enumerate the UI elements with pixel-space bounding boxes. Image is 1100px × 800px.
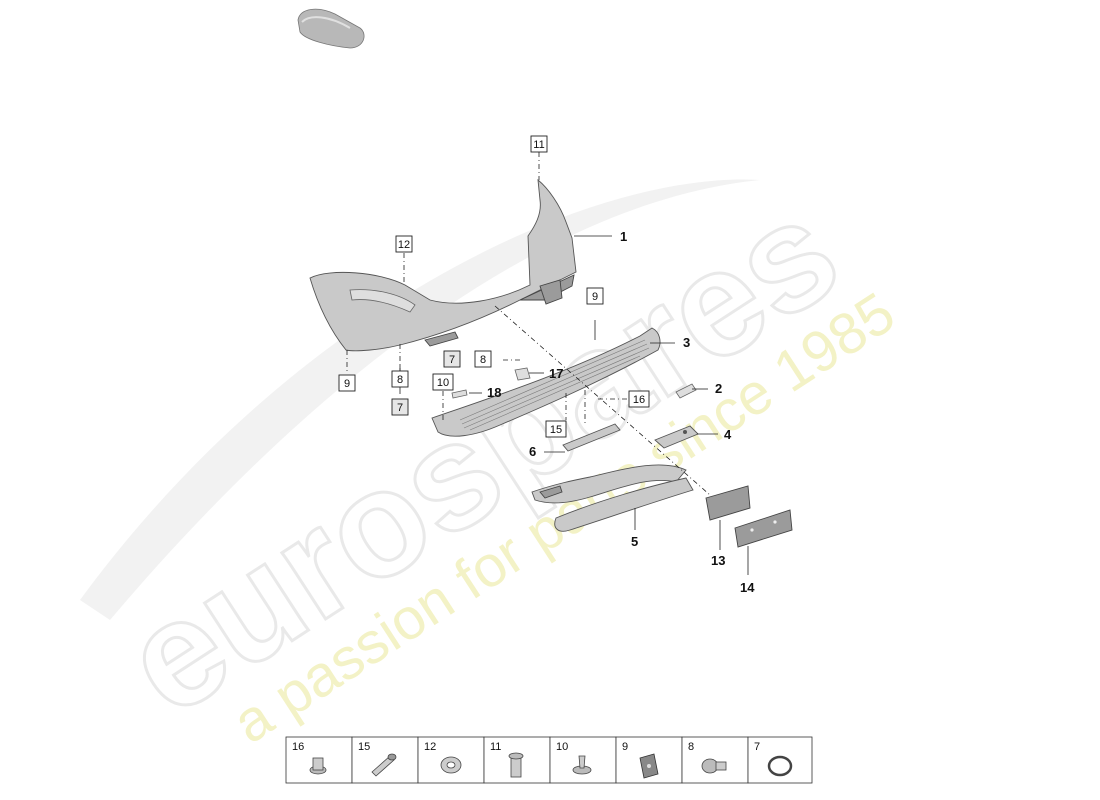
callout-13: 13 — [711, 553, 725, 568]
grommet-icon — [440, 756, 462, 774]
legend-number-8: 8 — [688, 741, 694, 753]
callout-14: 14 — [740, 580, 755, 595]
legend-number-12: 12 — [424, 741, 436, 753]
o-ring-icon — [767, 755, 793, 777]
ref-box-12-label: 12 — [398, 239, 410, 251]
ref-box-8-mid: 8 — [474, 350, 492, 368]
legend-number-9: 9 — [622, 741, 628, 753]
ref-box-15: 15 — [545, 420, 567, 438]
clip-17-part — [514, 367, 531, 381]
legend-cell-15: 15 — [351, 736, 419, 784]
ref-box-9-left: 9 — [338, 374, 356, 392]
ref-box-9-right-label: 9 — [592, 291, 598, 303]
legend-number-15: 15 — [358, 741, 370, 753]
legend-number-7: 7 — [754, 741, 760, 753]
bolt-icon — [508, 752, 524, 778]
touch-up-cap-icon — [297, 8, 365, 49]
ref-box-9-left-label: 9 — [344, 378, 350, 390]
ref-box-10-label: 10 — [437, 377, 449, 389]
callout-6: 6 — [529, 444, 536, 459]
reinforcement-strip-part — [562, 423, 621, 452]
ref-box-11: 11 — [530, 135, 548, 153]
license-plate-bracket-14-part — [734, 509, 793, 548]
flange-nut-icon — [309, 757, 327, 775]
ref-box-8-mid-label: 8 — [480, 354, 486, 366]
ref-box-7-left-label: 7 — [397, 402, 403, 414]
ref-box-7-mid-label: 7 — [449, 354, 455, 366]
ref-box-11-label: 11 — [533, 139, 544, 151]
clip-part — [675, 383, 697, 399]
watermark-swoosh — [80, 179, 760, 620]
ref-box-10: 10 — [432, 373, 454, 391]
legend-cell-10: 10 — [549, 736, 617, 784]
fastener-legend: 16 15 12 11 — [285, 736, 813, 784]
sensor-holder-icon — [701, 758, 727, 774]
diffuser-part — [531, 464, 694, 532]
ref-box-16: 16 — [628, 390, 650, 408]
callout-5: 5 — [631, 534, 638, 549]
ref-box-9-right: 9 — [586, 287, 604, 305]
bumper-cover-part — [309, 178, 577, 352]
callout-3: 3 — [683, 335, 690, 350]
callout-17: 17 — [549, 366, 563, 381]
ref-box-7-left: 7 — [391, 398, 409, 416]
ref-box-7-mid: 7 — [443, 350, 461, 368]
legend-cell-16: 16 — [285, 736, 353, 784]
legend-number-11: 11 — [490, 741, 501, 753]
license-plate-bracket-13-part — [705, 485, 751, 521]
ref-box-16-label: 16 — [633, 394, 645, 406]
ref-box-8-left: 8 — [391, 370, 409, 388]
screw-18-part — [451, 389, 468, 399]
ref-box-15-label: 15 — [550, 424, 562, 436]
legend-number-10: 10 — [556, 741, 568, 753]
clip-nut-icon — [639, 753, 659, 779]
screw-washer-icon — [572, 755, 592, 775]
callout-2: 2 — [715, 381, 722, 396]
legend-cell-11: 11 — [483, 736, 551, 784]
lower-grille-part — [431, 327, 661, 437]
legend-cell-8: 8 — [681, 736, 749, 784]
rivet-icon — [371, 753, 397, 777]
ref-box-8-left-label: 8 — [397, 374, 403, 386]
legend-cell-9: 9 — [615, 736, 683, 784]
callout-4: 4 — [724, 427, 732, 442]
legend-number-16: 16 — [292, 741, 304, 753]
callout-1: 1 — [620, 229, 627, 244]
legend-cell-7: 7 — [747, 736, 813, 784]
legend-cell-12: 12 — [417, 736, 485, 784]
ref-box-12: 12 — [395, 235, 413, 253]
callout-18: 18 — [487, 385, 501, 400]
